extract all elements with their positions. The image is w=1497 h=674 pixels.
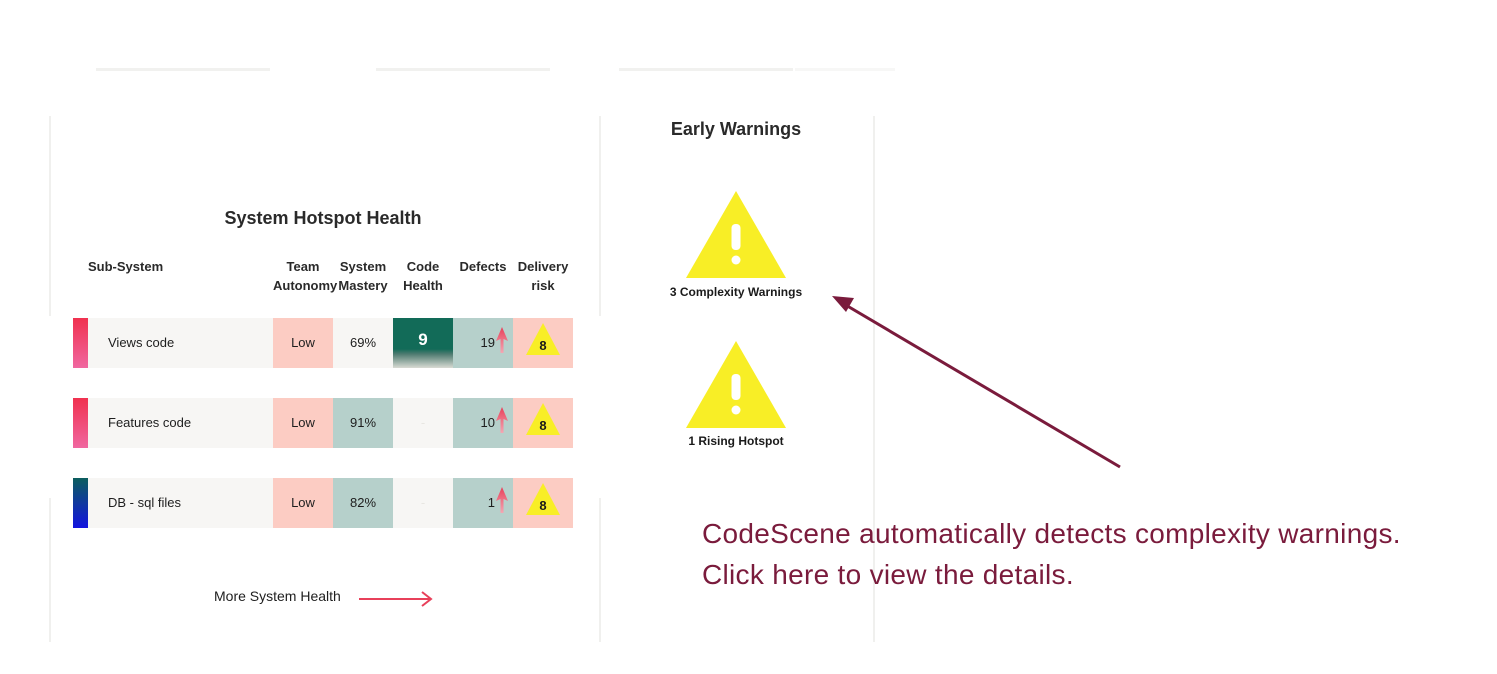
complexity-warnings-label: 3 Complexity Warnings bbox=[669, 285, 803, 299]
delivery-risk-cell: 8 bbox=[513, 318, 573, 368]
annotation-arrow-icon bbox=[832, 296, 1121, 469]
subsystem-color-bar bbox=[73, 398, 88, 448]
col-header-mastery: System Mastery bbox=[333, 257, 393, 295]
col-header-subsystem: Sub-System bbox=[88, 259, 164, 274]
rising-hotspot-label: 1 Rising Hotspot bbox=[688, 434, 784, 448]
warning-triangle-icon bbox=[526, 483, 560, 515]
more-system-health-label: More System Health bbox=[214, 588, 341, 604]
code-health-cell: - bbox=[393, 398, 453, 448]
top-tab-bar bbox=[619, 68, 793, 71]
col-header-delivery-risk-line1: Delivery bbox=[517, 259, 569, 274]
team-autonomy-cell: Low bbox=[273, 318, 333, 368]
code-health-cell: - bbox=[393, 478, 453, 528]
subsystem-name[interactable]: Views code bbox=[88, 318, 273, 368]
system-mastery-cell: 82% bbox=[333, 478, 393, 528]
subsystem-name[interactable]: DB - sql files bbox=[88, 478, 273, 528]
early-warnings-title: Early Warnings bbox=[670, 119, 802, 139]
team-autonomy-cell: Low bbox=[273, 398, 333, 448]
col-header-code-health-line2: Health bbox=[403, 278, 443, 293]
delivery-risk-cell: 8 bbox=[513, 478, 573, 528]
defects-cell: 19 bbox=[453, 318, 513, 368]
subsystem-name[interactable]: Features code bbox=[88, 398, 273, 448]
panel-divider bbox=[599, 498, 601, 642]
delivery-risk-value: 8 bbox=[539, 498, 547, 513]
col-header-delivery-risk-line2: risk bbox=[531, 278, 555, 293]
hotspot-health-panel: System Hotspot Health Sub-System Team Au… bbox=[73, 0, 573, 674]
panel-divider bbox=[49, 116, 51, 316]
top-tab-bar bbox=[96, 68, 270, 71]
col-header-autonomy: Team Autonomy bbox=[273, 257, 338, 295]
panel-divider bbox=[599, 116, 601, 316]
defects-count: 1 bbox=[487, 495, 495, 510]
col-header-mastery-line2: Mastery bbox=[338, 278, 388, 293]
trend-up-arrow-icon bbox=[496, 327, 508, 353]
defects-cell: 10 bbox=[453, 398, 513, 448]
table-row[interactable]: Features code Low 91% - 10 8 bbox=[73, 398, 573, 448]
top-tab-bar bbox=[795, 68, 895, 71]
rising-hotspot-item[interactable]: 1 Rising Hotspot bbox=[600, 338, 872, 453]
panel-divider bbox=[49, 498, 51, 642]
delivery-risk-value: 8 bbox=[539, 338, 547, 353]
warning-triangle-icon bbox=[686, 341, 786, 428]
delivery-risk-cell: 8 bbox=[513, 398, 573, 448]
col-header-code-health: Code Health bbox=[393, 257, 453, 295]
trend-up-arrow-icon bbox=[496, 407, 508, 433]
warning-triangle-icon bbox=[686, 191, 786, 278]
subsystem-color-bar bbox=[73, 478, 88, 528]
table-row[interactable]: DB - sql files Low 82% - 1 8 bbox=[73, 478, 573, 528]
annotation-line-2: Click here to view the details. bbox=[702, 559, 1074, 590]
delivery-risk-value: 8 bbox=[539, 418, 547, 433]
defects-cell: 1 bbox=[453, 478, 513, 528]
complexity-warnings-item[interactable]: 3 Complexity Warnings bbox=[600, 188, 872, 303]
col-header-defects: Defects bbox=[459, 259, 507, 274]
annotation-callout[interactable]: CodeScene automatically detects complexi… bbox=[702, 513, 1492, 595]
trend-up-arrow-icon bbox=[496, 487, 508, 513]
panel-divider bbox=[873, 116, 875, 642]
col-header-code-health-line1: Code bbox=[406, 259, 440, 274]
col-header-delivery-risk: Delivery risk bbox=[513, 257, 573, 295]
system-mastery-cell: 69% bbox=[333, 318, 393, 368]
subsystem-color-bar bbox=[73, 318, 88, 368]
more-system-health-link[interactable]: More System Health bbox=[214, 588, 444, 610]
team-autonomy-cell: Low bbox=[273, 478, 333, 528]
table-row[interactable]: Views code Low 69% 9 19 8 bbox=[73, 318, 573, 368]
code-health-cell: 9 bbox=[393, 318, 453, 368]
defects-count: 19 bbox=[480, 335, 495, 350]
col-header-autonomy-line2: Autonomy bbox=[273, 278, 338, 293]
hotspot-health-title: System Hotspot Health bbox=[224, 208, 422, 228]
warning-triangle-icon bbox=[526, 403, 560, 435]
arrow-right-icon bbox=[359, 591, 433, 607]
col-header-autonomy-line1: Team bbox=[286, 259, 320, 274]
defects-count: 10 bbox=[480, 415, 495, 430]
warning-triangle-icon bbox=[526, 323, 560, 355]
annotation-line-1: CodeScene automatically detects complexi… bbox=[702, 518, 1401, 549]
col-header-mastery-line1: System bbox=[339, 259, 387, 274]
system-mastery-cell: 91% bbox=[333, 398, 393, 448]
top-tab-bar bbox=[376, 68, 550, 71]
